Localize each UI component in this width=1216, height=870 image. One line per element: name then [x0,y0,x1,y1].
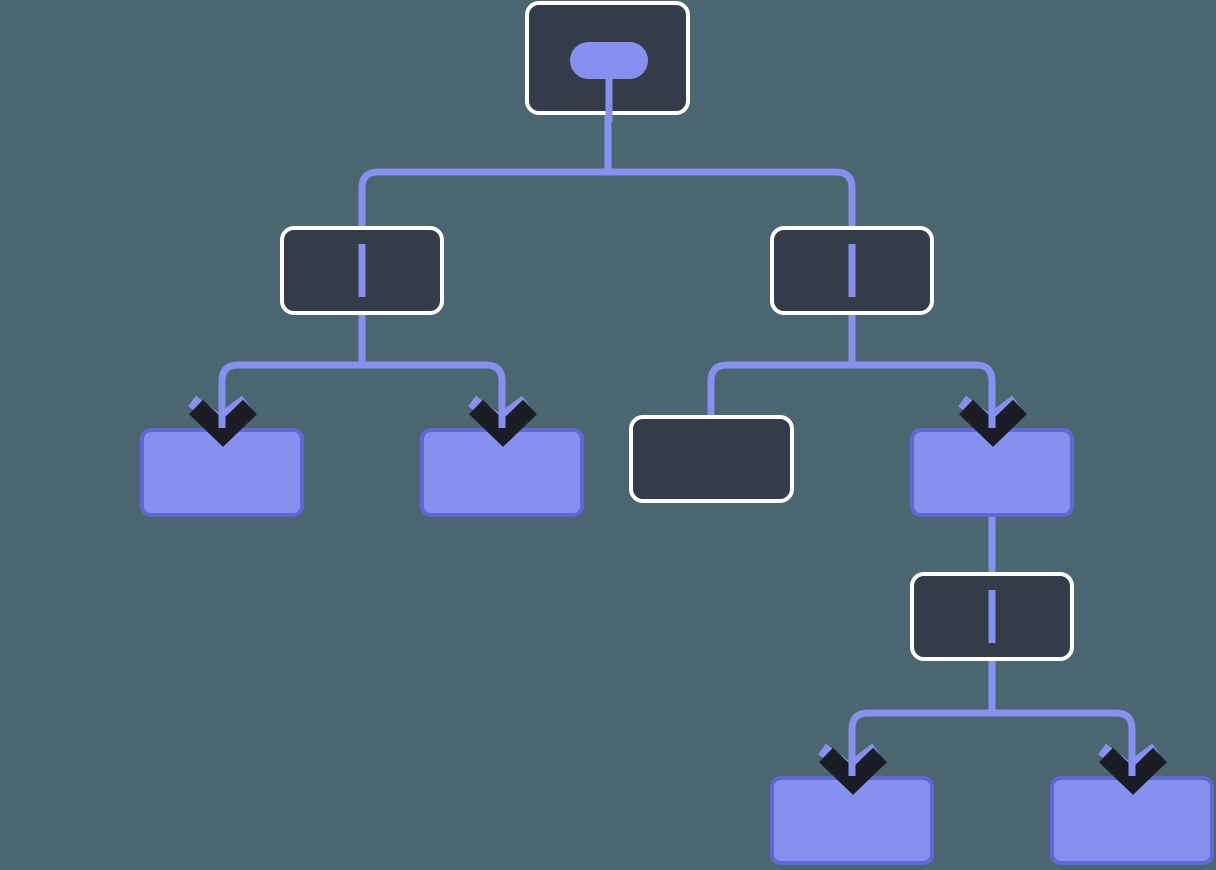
arrowhead-icon-n4 [468,390,537,447]
edge-n2-n5 [707,313,856,417]
node-body[interactable] [629,415,794,503]
edge-n0-n1 [358,113,612,228]
arrowhead-dark-chevron [469,399,537,447]
root-pill-icon [570,42,648,79]
edge-n1-n3 [218,313,366,430]
edge-n7-n9 [988,659,1136,778]
line-through-front-layer [358,244,996,643]
edge-n2-n6 [848,313,996,430]
edge-n0-n2 [604,113,856,228]
arrowhead-dark-chevron [959,399,1027,447]
edges-layer [218,113,1136,778]
node-n0-dark-pill-root[interactable] [525,1,690,122]
arrowhead-icon-n3 [188,390,257,447]
edge-n1-n4 [358,313,506,430]
arrowhead-icon-n9 [1098,738,1167,795]
arrowhead-icon-n8 [818,738,887,795]
arrowhead-dark-chevron [819,747,887,795]
node-n5-dark[interactable] [629,415,794,503]
edge-n7-n8 [848,659,996,778]
arrowhead-dark-chevron [1099,747,1167,795]
arrowheads-layer [188,390,1167,795]
root-pill-stem [605,60,613,122]
nodes-layer [140,1,1214,865]
arrowhead-dark-chevron [189,399,257,447]
arrowhead-icon-n6 [958,390,1027,447]
